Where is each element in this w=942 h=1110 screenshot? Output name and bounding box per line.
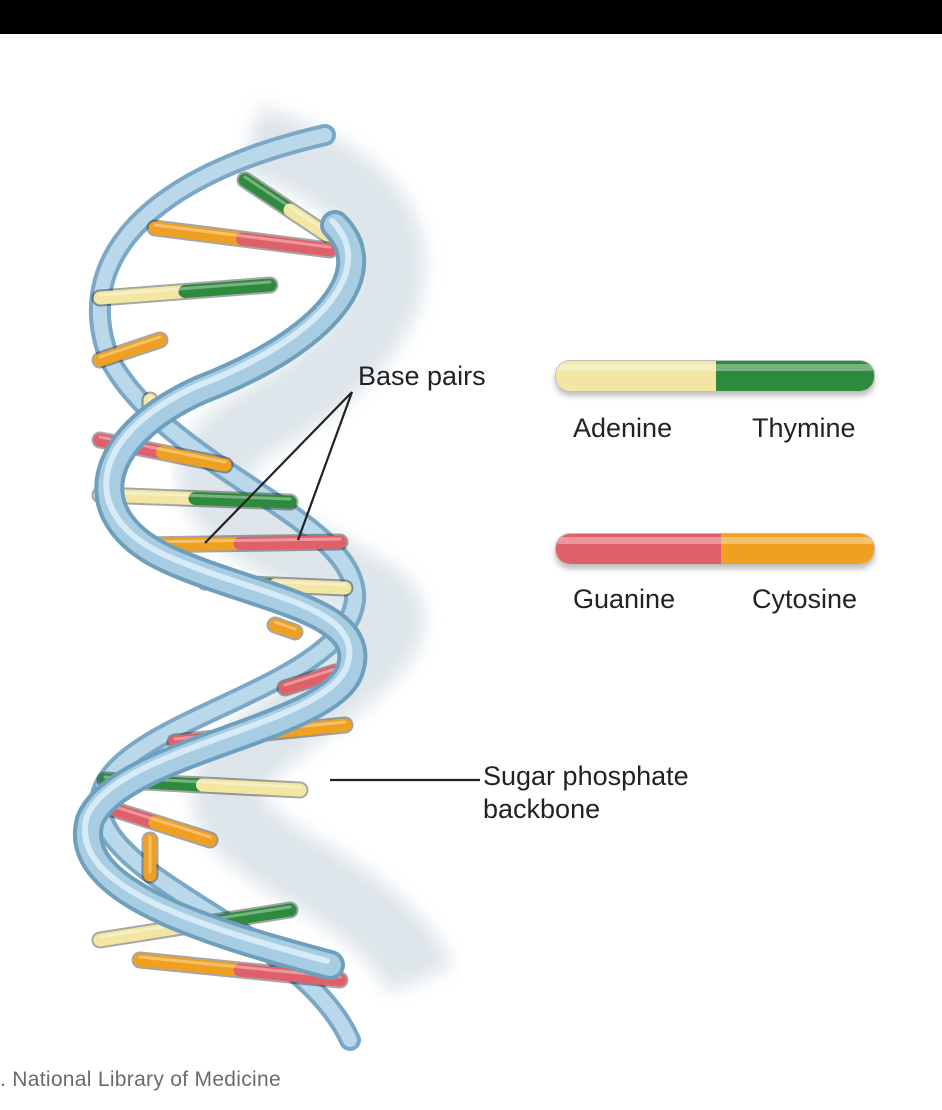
adenine-segment [556,361,716,391]
base-pair-rung [91,331,169,369]
base-pairs-label: Base pairs [358,361,486,391]
callout-lines [204,391,480,782]
legend-label-guanine: Guanine [573,584,676,614]
legend-label-adenine: Adenine [573,413,673,443]
base-pairs-pointer-right [296,391,354,541]
base-pair-rung [266,616,304,641]
base-pair-rung [91,276,279,307]
thymine-segment [716,361,874,391]
legend-bar-guanine-cytosine [555,533,875,565]
image-credit: . National Library of Medicine [0,1068,281,1091]
sugar-phosphate-label-line1: Sugar phosphate [483,761,689,791]
base-pair-rung [276,663,344,697]
base-pair-rung [131,533,349,554]
cytosine-segment [721,534,874,564]
top-black-bar [0,0,942,34]
legend-label-cytosine: Cytosine [752,584,858,614]
base-pairs-pointer-left [204,391,353,544]
sugar-phosphate-label-line2: backbone [483,794,601,824]
legend-bar-adenine-thymine [555,360,875,392]
legend-label-thymine: Thymine [752,413,856,443]
guanine-segment [556,534,721,564]
base-pair-rung [146,219,339,259]
base-pair-rung [91,486,299,511]
helix-shadow [177,106,453,995]
